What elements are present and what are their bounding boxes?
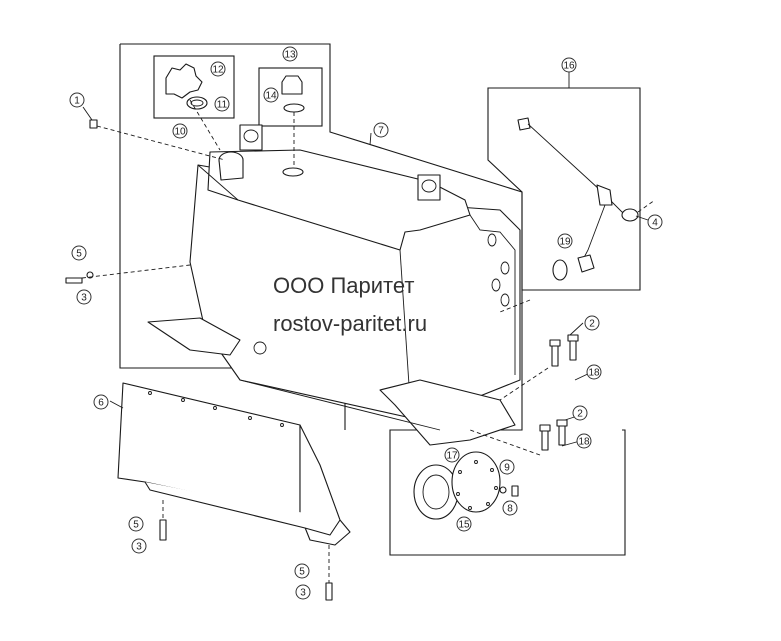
callout-label: 18: [578, 437, 590, 448]
callout-label: 11: [217, 100, 228, 111]
callout-3: 3: [76, 289, 92, 305]
callout-label: 5: [299, 567, 305, 578]
callout-2: 2: [584, 315, 600, 331]
filler-cap-detail-box: [153, 55, 235, 119]
tank-body: [147, 124, 521, 446]
callout-10: 10: [172, 123, 188, 139]
callout-18: 18: [586, 364, 602, 380]
assembly-line: [189, 99, 221, 151]
assembly-line: [96, 125, 226, 161]
callout-label: 4: [652, 218, 658, 229]
callout-label: 3: [300, 588, 306, 599]
leader-line: [369, 132, 372, 146]
callout-5: 5: [71, 245, 87, 261]
callout-label: 3: [81, 293, 87, 304]
callout-label: 10: [174, 127, 186, 138]
leader-line: [569, 322, 584, 336]
callout-18: 18: [576, 433, 592, 449]
callout-label: 18: [588, 368, 600, 379]
callout-8: 8: [502, 500, 518, 516]
watermark-company: ООО Паритет: [273, 273, 414, 298]
sensor-gasket: [552, 259, 568, 281]
callout-label: 6: [98, 398, 104, 409]
callout-label: 19: [559, 237, 571, 248]
callout-19: 19: [557, 233, 573, 249]
assembly-line: [499, 367, 549, 401]
callout-label: 13: [284, 50, 296, 61]
callout-label: 8: [507, 504, 513, 515]
guard-plate: [117, 382, 351, 546]
callout-label: 15: [458, 520, 470, 531]
leader-line: [82, 106, 93, 121]
callout-5: 5: [128, 516, 144, 532]
callout-label: 14: [265, 91, 277, 102]
callout-5: 5: [294, 563, 310, 579]
breather-detail-box: [258, 67, 323, 127]
callout-14: 14: [263, 87, 279, 103]
callout-label: 16: [563, 61, 575, 72]
callout-11: 11: [214, 96, 230, 112]
sensor-frame: [487, 87, 641, 291]
callout-label: 17: [446, 451, 458, 462]
filler-cap-icon: [165, 63, 208, 110]
callout-label: 3: [136, 542, 142, 553]
callout-label: 5: [76, 249, 82, 260]
assembly-line: [81, 264, 191, 279]
callout-1: 1: [69, 92, 85, 108]
assembly-line: [499, 299, 531, 313]
callout-3: 3: [131, 538, 147, 554]
callout-7: 7: [373, 122, 389, 138]
callout-2: 2: [572, 405, 588, 421]
callout-label: 2: [577, 409, 583, 420]
watermark-url: rostov-paritet.ru: [273, 311, 427, 336]
callout-16: 16: [561, 57, 577, 73]
callout-label: 5: [133, 520, 139, 531]
callout-label: 7: [378, 126, 384, 137]
leader-line: [109, 400, 124, 409]
callout-4: 4: [647, 214, 663, 230]
callout-17: 17: [444, 447, 460, 463]
callout-3: 3: [295, 584, 311, 600]
breather-cap-icon: [281, 75, 305, 113]
callout-6: 6: [93, 394, 109, 410]
level-sensor: [517, 117, 639, 273]
callout-9: 9: [499, 459, 515, 475]
callout-label: 1: [74, 96, 80, 107]
assembly-line: [469, 429, 541, 456]
bolts: [65, 119, 579, 601]
callout-12: 12: [210, 61, 226, 77]
callout-label: 2: [589, 319, 595, 330]
callout-label: 9: [504, 463, 510, 474]
assembly-line: [637, 199, 656, 213]
callout-13: 13: [282, 46, 298, 62]
callout-15: 15: [456, 516, 472, 532]
cover-plate: [413, 451, 501, 520]
callout-label: 12: [212, 65, 224, 76]
